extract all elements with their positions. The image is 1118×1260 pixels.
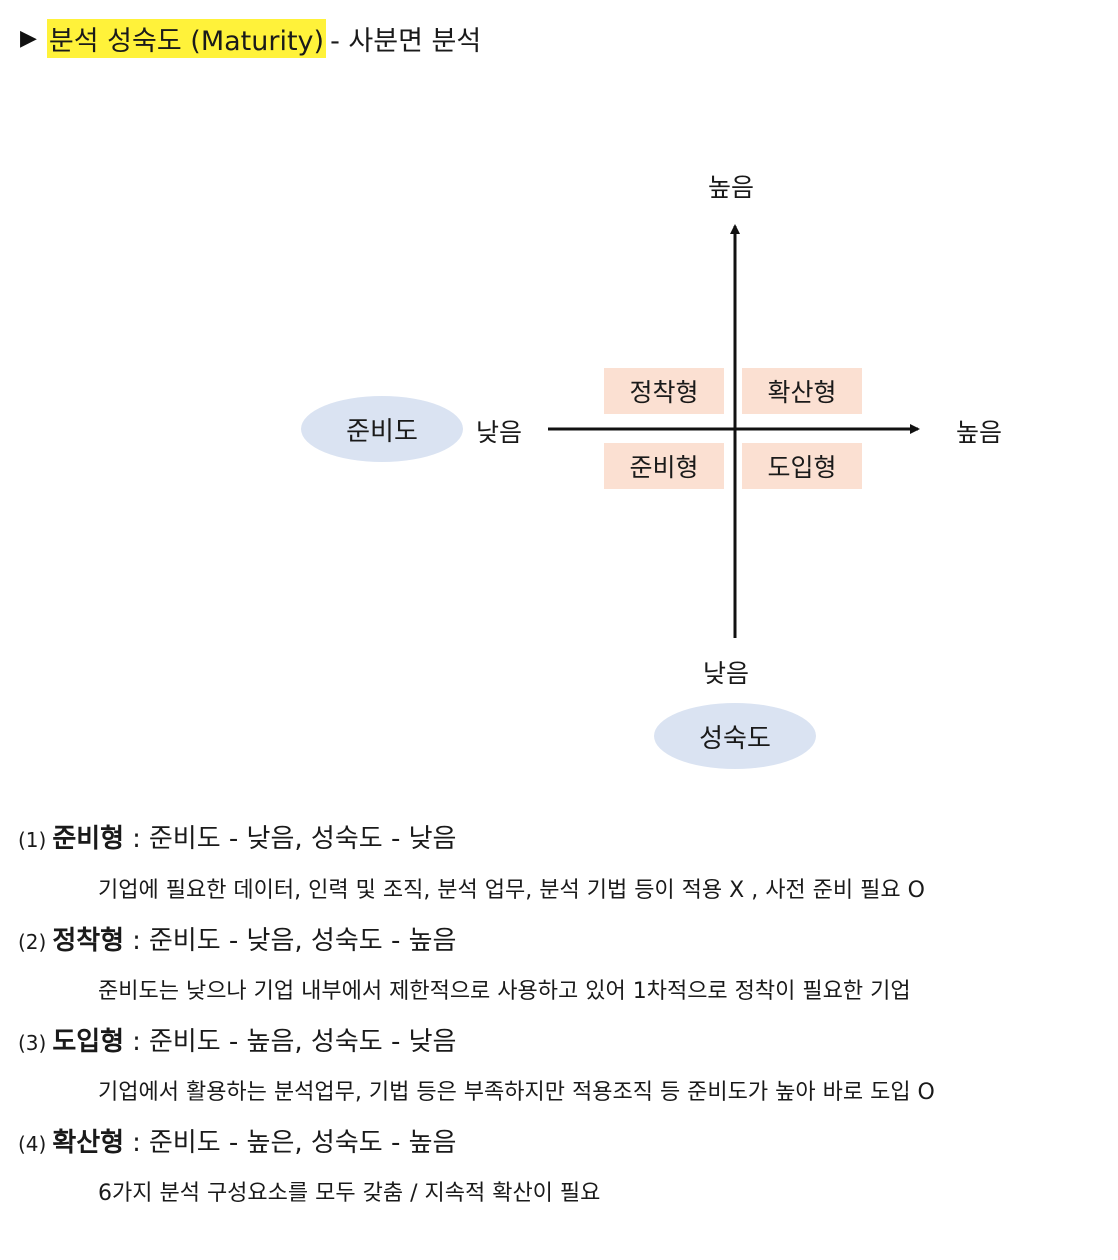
item-criteria: 준비도 - 낮음, 성숙도 - 낮음 (148, 824, 457, 854)
item-colon: : (132, 1027, 141, 1057)
header-subtitle: - 사분면 분석 (330, 25, 482, 57)
quadrant-label: 도입형 (767, 453, 837, 482)
item-colon: : (132, 824, 141, 854)
item-title: (3) 도입형 : 준비도 - 높음, 성숙도 - 낮음 (18, 1021, 456, 1058)
quadrant-label: 확산형 (767, 378, 837, 407)
item-number: (1) (18, 828, 47, 852)
quadrant-axes (548, 224, 920, 638)
item-description: 6가지 분석 구성요소를 모두 갖춤 / 지속적 확산이 필요 (98, 1181, 601, 1206)
quadrant-bottom-right: 도입형 (742, 443, 862, 489)
quadrant-top-left: 정착형 (604, 368, 724, 414)
item-description: 기업에 필요한 데이터, 인력 및 조직, 분석 업무, 분석 기법 등이 적용… (98, 878, 925, 903)
item-criteria: 준비도 - 높음, 성숙도 - 낮음 (148, 1027, 457, 1057)
item-criteria: 준비도 - 높은, 성숙도 - 높음 (148, 1128, 457, 1158)
item-name: 확산형 (52, 1128, 125, 1158)
item-title: (2) 정착형 : 준비도 - 낮음, 성숙도 - 높음 (18, 920, 456, 957)
item-description: 준비도는 낮으나 기업 내부에서 제한적으로 사용하고 있어 1차적으로 정착이… (98, 979, 911, 1004)
x-axis-high-label: 높음 (956, 418, 1003, 447)
item-description: 기업에서 활용하는 분석업무, 기법 등은 부족하지만 적용조직 등 준비도가 … (98, 1080, 935, 1105)
item-colon: : (132, 1128, 141, 1158)
page-header: ▶ 분석 성숙도 (Maturity) - 사분면 분석 (20, 18, 481, 58)
item-criteria: 준비도 - 낮음, 성숙도 - 높음 (148, 926, 457, 956)
item-colon: : (132, 926, 141, 956)
item-title: (4) 확산형 : 준비도 - 높은, 성숙도 - 높음 (18, 1122, 456, 1159)
item-name: 정착형 (52, 926, 125, 956)
y-axis-name-ellipse: 성숙도 (654, 703, 816, 769)
quadrant-bottom-left: 준비형 (604, 443, 724, 489)
x-axis-name-ellipse: 준비도 (301, 396, 463, 462)
quadrant-top-right: 확산형 (742, 368, 862, 414)
quadrant-label: 준비형 (629, 453, 699, 482)
item-name: 준비형 (52, 824, 125, 854)
item-name: 도입형 (52, 1027, 125, 1057)
item-title: (1) 준비형 : 준비도 - 낮음, 성숙도 - 낮음 (18, 818, 456, 855)
item-number: (4) (18, 1132, 47, 1156)
y-axis-high-label: 높음 (708, 173, 755, 202)
item-number: (2) (18, 930, 47, 954)
y-axis-low-label: 낮음 (703, 659, 750, 688)
quadrant-label: 정착형 (629, 378, 699, 407)
x-axis-low-label: 낮음 (476, 418, 523, 447)
y-axis-name: 성숙도 (699, 723, 771, 754)
x-axis-name: 준비도 (346, 416, 418, 447)
header-highlight: 분석 성숙도 (Maturity) (46, 18, 327, 58)
play-triangle-icon: ▶ (20, 25, 37, 51)
item-number: (3) (18, 1031, 47, 1055)
